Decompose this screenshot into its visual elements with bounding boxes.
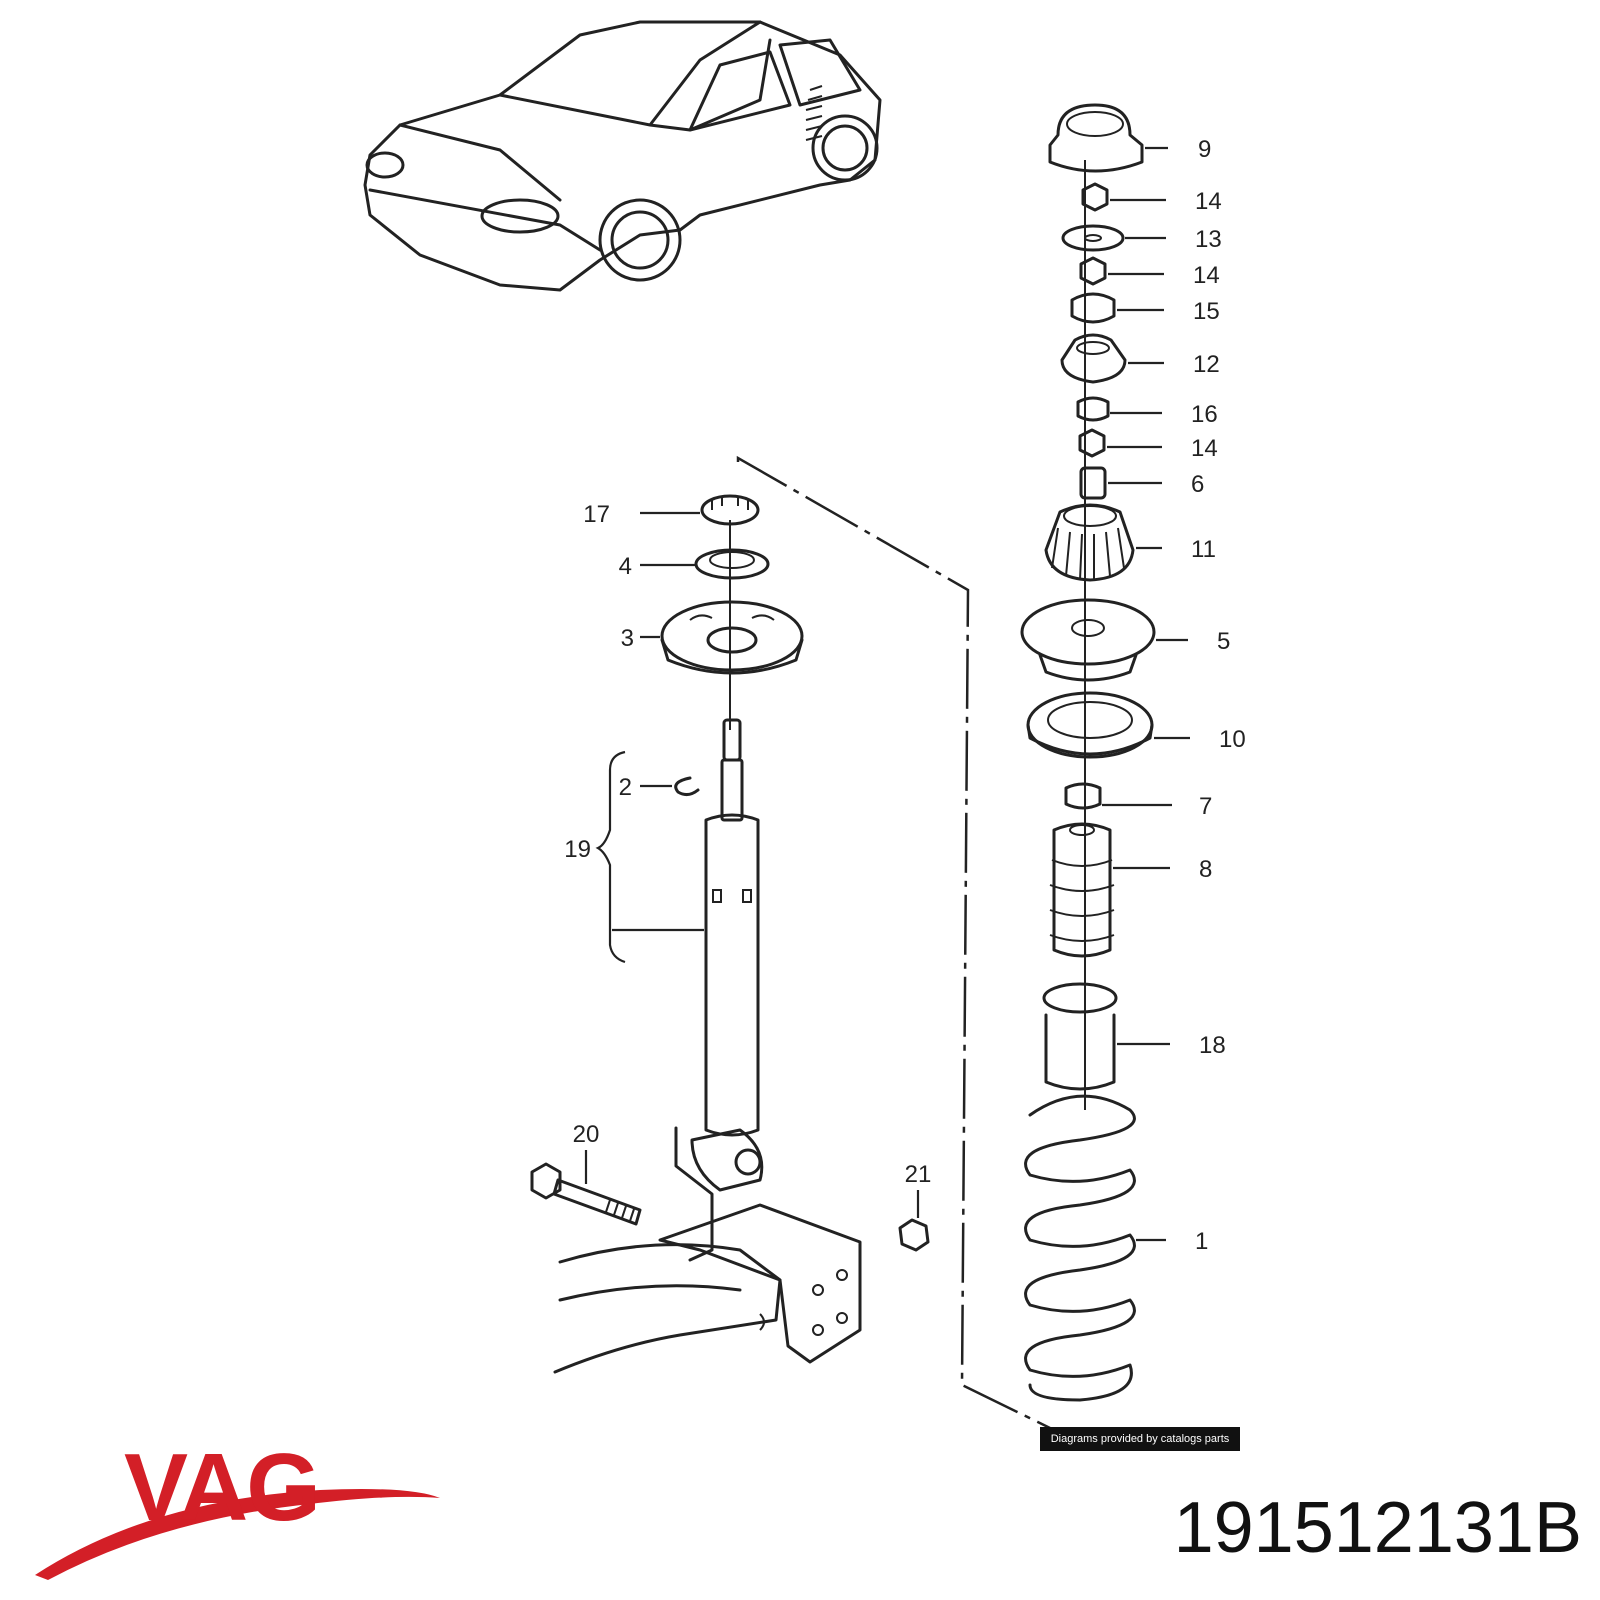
callout-5: 5 [1217, 628, 1230, 655]
part-3-upper-mount [660, 600, 804, 675]
left-leaders [584, 511, 920, 1218]
part-4-ring [694, 548, 770, 580]
part-11-bump-stop [1044, 503, 1135, 582]
part-2-circlip [674, 776, 700, 797]
callout-15: 15 [1193, 298, 1220, 325]
car-illustration [363, 20, 882, 292]
callout-18: 18 [1199, 1032, 1226, 1059]
callout-labels: 9 14 13 14 15 12 16 14 6 11 5 10 7 8 18 … [564, 136, 1245, 1255]
callout-19: 19 [564, 836, 591, 863]
callout-13: 13 [1195, 226, 1222, 253]
part-16-spacer [1076, 396, 1110, 422]
callout-2: 2 [619, 774, 632, 801]
part-12-rubber-mount [1060, 333, 1127, 384]
callout-17: 17 [583, 501, 610, 528]
callout-9: 9 [1198, 136, 1211, 163]
brand-logo-text: VAG [124, 1434, 321, 1541]
part-18-protective-tube [1042, 982, 1118, 1091]
callout-1: 1 [1195, 1228, 1208, 1255]
callout-14: 14 [1195, 188, 1222, 215]
callout-3: 3 [621, 625, 634, 652]
callout-6: 6 [1191, 471, 1204, 498]
callout-16: 16 [1191, 401, 1218, 428]
part-14-nut [1081, 182, 1109, 212]
lower-eye-and-axle [553, 1126, 862, 1374]
part-19-shock-absorber [704, 718, 760, 1137]
diagram-credit: Diagrams provided by catalogs parts [1040, 1427, 1240, 1451]
right-leaders [1102, 146, 1190, 1242]
part-10-rubber-pad [1026, 691, 1154, 759]
callout-21: 21 [905, 1161, 932, 1188]
part-14-nut [1079, 256, 1107, 286]
part-5-spring-seat [1020, 598, 1156, 682]
callout-4: 4 [619, 553, 632, 580]
callout-20: 20 [573, 1121, 600, 1148]
bracket-19 [595, 750, 704, 964]
part-21-nut [898, 1218, 930, 1252]
part-14-nut [1078, 428, 1106, 458]
part-13-washer [1061, 224, 1125, 252]
callout-8: 8 [1199, 856, 1212, 883]
part-7-bushing [1064, 782, 1102, 810]
vag-logo-swoosh [35, 1489, 440, 1580]
callout-14: 14 [1191, 435, 1218, 462]
part-6-sleeve [1079, 466, 1107, 500]
part-15-bushing [1070, 292, 1116, 324]
part-8-bump-stop-bellows [1049, 822, 1115, 958]
part-9-top-mount-cap [1048, 103, 1144, 173]
part-number: 191512131B [1173, 1488, 1582, 1568]
callout-12: 12 [1193, 351, 1220, 378]
callout-7: 7 [1199, 793, 1212, 820]
callout-14: 14 [1193, 262, 1220, 289]
assembly-reference-line [736, 455, 1051, 1430]
part-17-castle-nut [700, 494, 760, 526]
part-1-coil-spring [1024, 1094, 1136, 1402]
callout-10: 10 [1219, 726, 1246, 753]
part-20-bolt [530, 1162, 642, 1226]
callout-11: 11 [1191, 536, 1216, 563]
